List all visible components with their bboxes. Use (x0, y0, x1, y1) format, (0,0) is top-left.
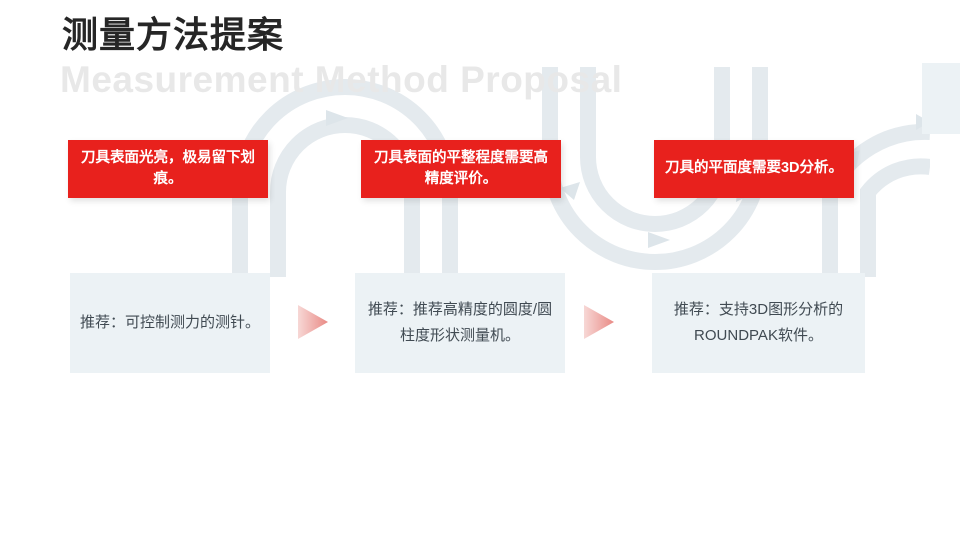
flow-arrow-right-icon-1 (298, 305, 328, 339)
problem-card-3-label: 刀具的平面度需要3D分析。 (664, 160, 844, 177)
recommendation-card-2-label: 推荐：推荐高精度的圆度/圆柱度形状测量机。 (367, 300, 553, 344)
recommendation-card-1: 推荐：可控制测力的测针。 (70, 273, 270, 373)
slide-subtitle-english: Measurement Method Proposal (60, 59, 623, 100)
recommendation-card-1-label: 推荐：可控制测力的测针。 (79, 313, 260, 331)
recommendation-card-2: 推荐：推荐高精度的圆度/圆柱度形状测量机。 (355, 273, 565, 373)
problem-card-1-label: 刀具表面光亮，极易留下划痕。 (81, 149, 255, 187)
problem-card-2: 刀具表面的平整程度需要高精度评价。 (361, 140, 561, 198)
recommendation-card-3: 推荐：支持3D图形分析的ROUNDPAK软件。 (652, 273, 865, 373)
problem-card-1: 刀具表面光亮，极易留下划痕。 (68, 140, 268, 198)
flow-arrow-right-icon-2 (584, 305, 614, 339)
recommendation-card-3-label: 推荐：支持3D图形分析的ROUNDPAK软件。 (673, 300, 844, 344)
problem-card-3: 刀具的平面度需要3D分析。 (654, 140, 854, 198)
problem-card-2-label: 刀具表面的平整程度需要高精度评价。 (374, 149, 548, 187)
edge-accent-block (922, 63, 960, 134)
slide-title-chinese: 测量方法提案 (62, 14, 285, 55)
